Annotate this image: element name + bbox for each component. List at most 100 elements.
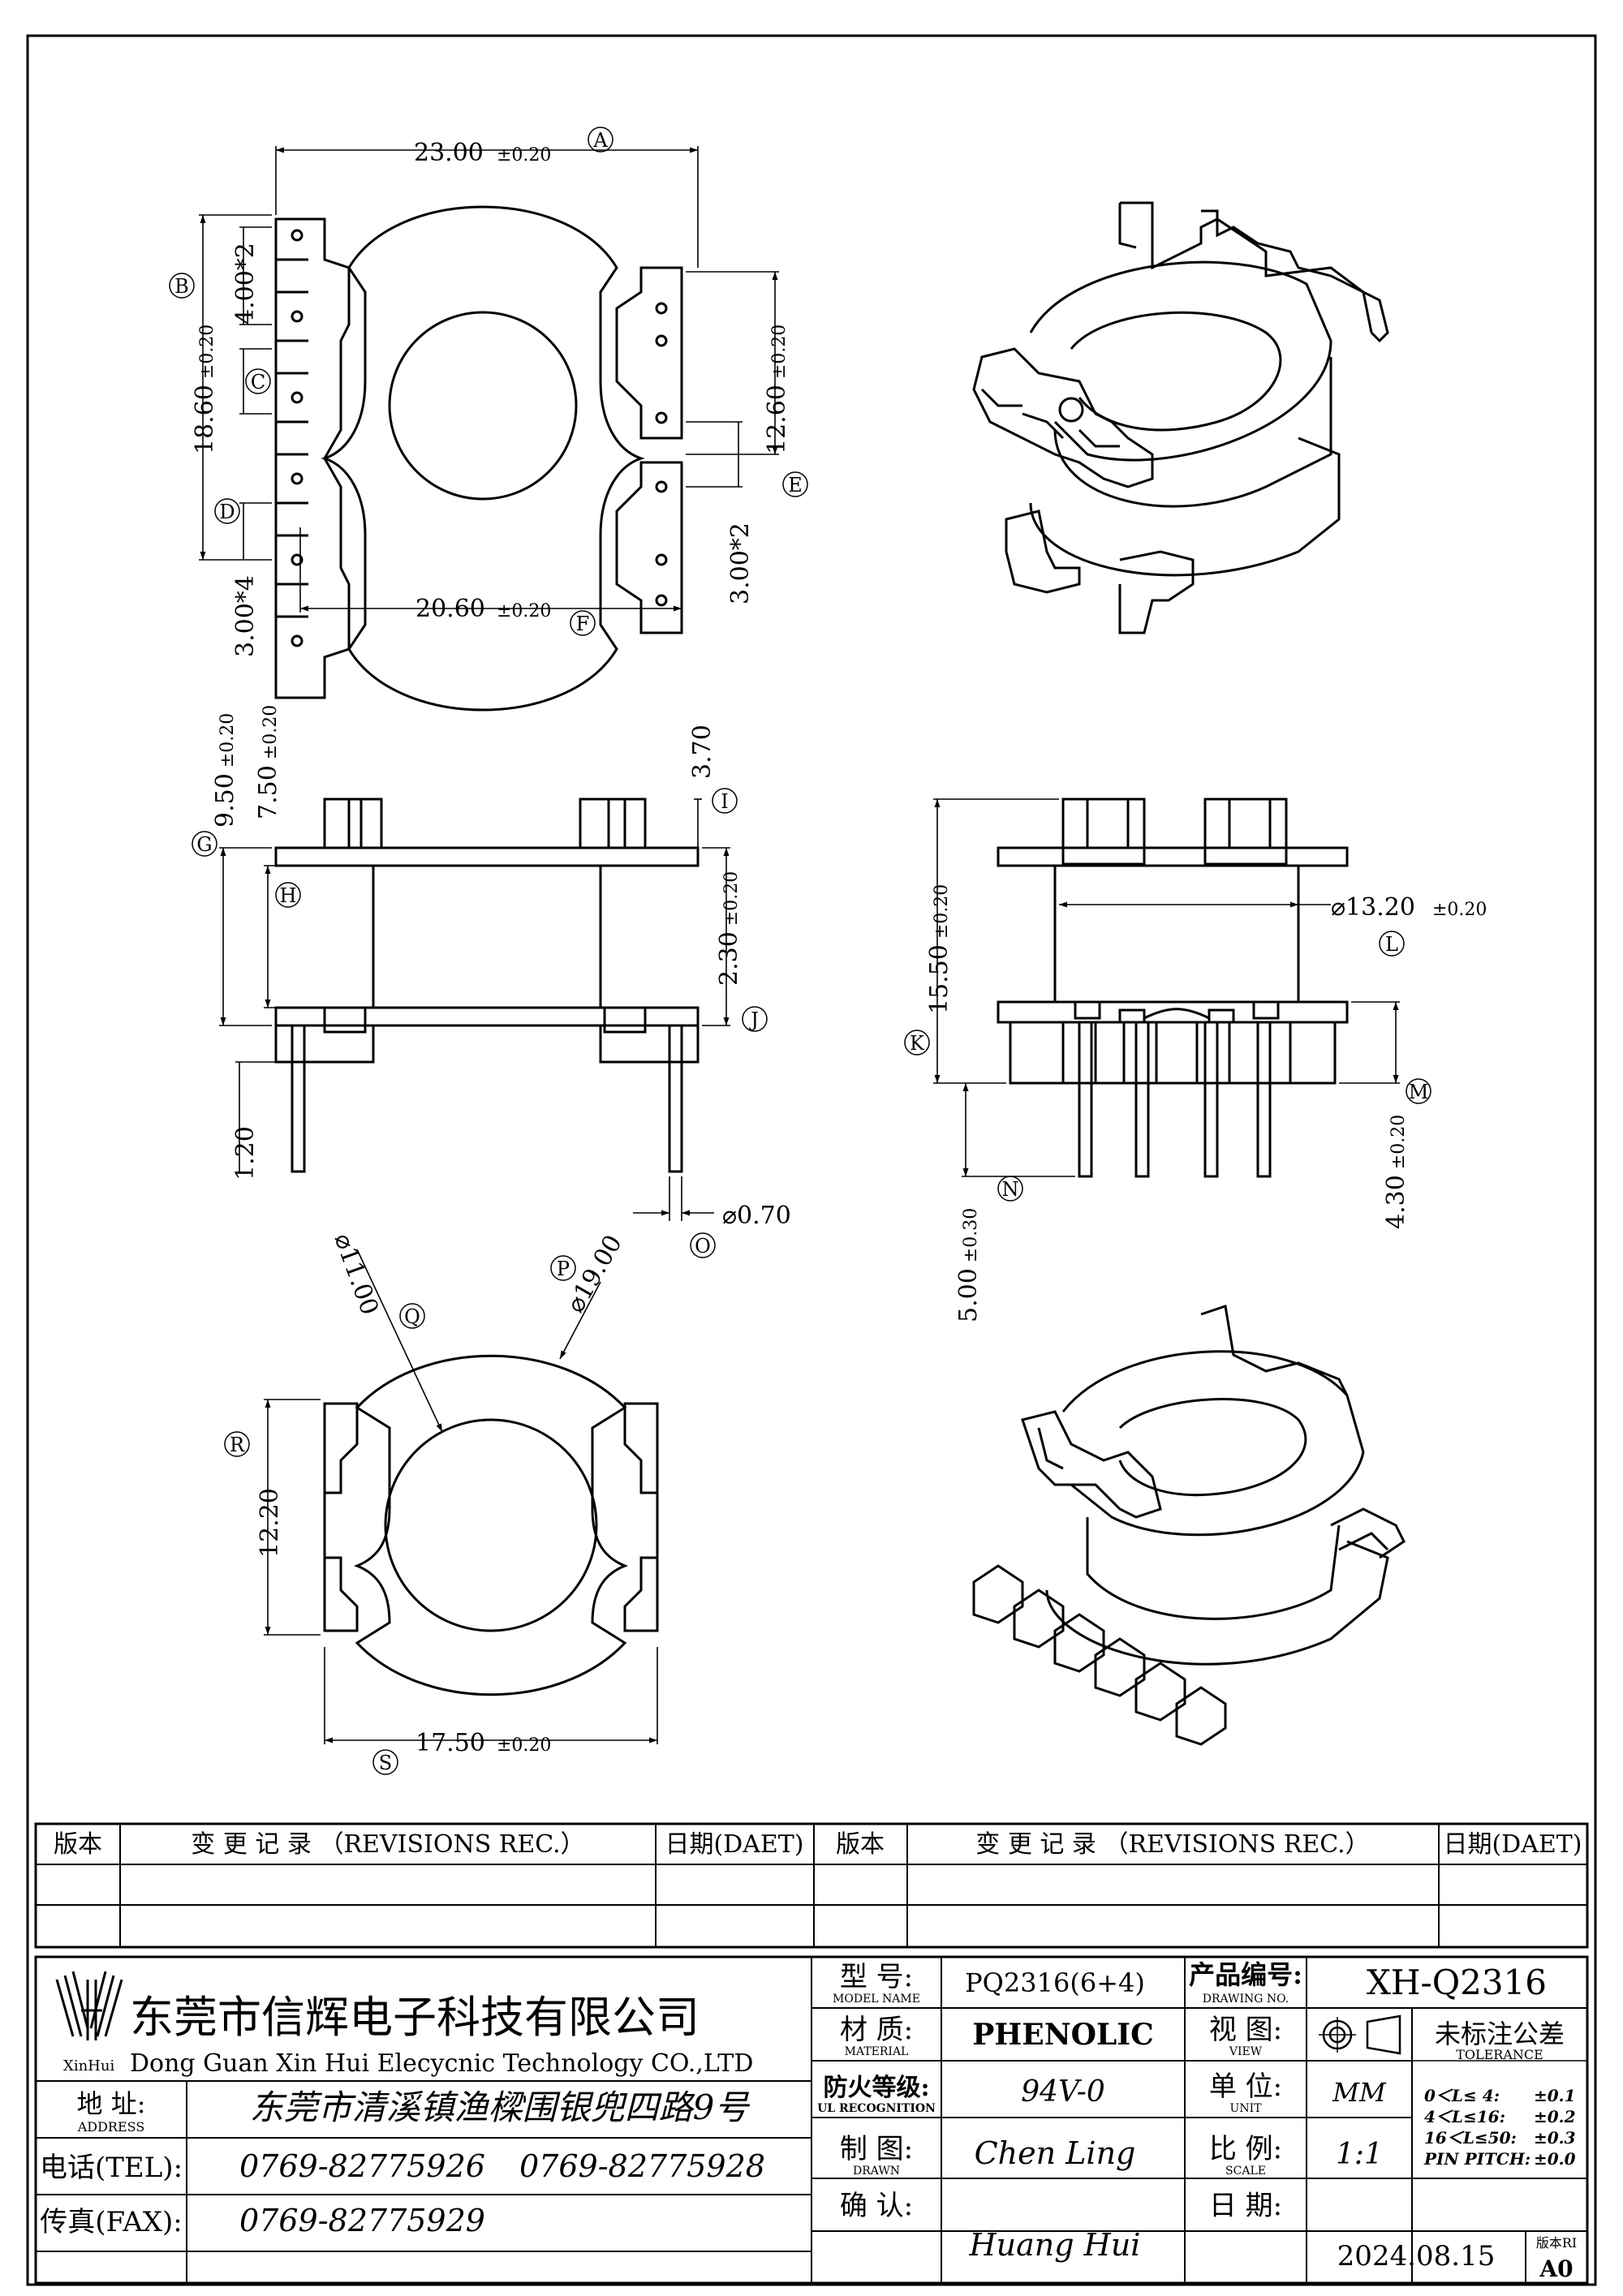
dim-S-letter: S [379, 1752, 392, 1774]
rev-col-changes-1: 变 更 记 录 （REVISIONS REC.） [191, 1830, 584, 1859]
dim-H-letter: H [280, 884, 297, 907]
dim-M-letter: M [1409, 1081, 1429, 1103]
dim-K-value: 15.50 ±0.20 [925, 884, 954, 1014]
tolerance-title: 未标注公差 [1435, 2019, 1565, 2049]
material-value: PHENOLIC [972, 2018, 1154, 2052]
dim-D-value: 3.00*4 [231, 575, 260, 657]
sheet-border [26, 34, 1597, 2286]
tolerance-value: ±0.2 [1534, 2107, 1576, 2126]
dim-A-tol: ±0.20 [497, 145, 551, 166]
top-view [274, 205, 683, 712]
dim-lines-top [199, 146, 779, 613]
address-value: 东莞市清溪镇渔樑围银兜四路9号 [250, 2087, 751, 2127]
dim-E-pitch: 3.00*2 [726, 522, 755, 604]
dim-F-letter: F [576, 613, 590, 635]
title-block [34, 1955, 1589, 2285]
date-value: 2024.08.15 [1337, 2240, 1496, 2272]
unit-label-en: UNIT [1230, 2102, 1263, 2115]
dim-B-letter: B [174, 275, 189, 298]
material-label: 材 质: [840, 2014, 913, 2046]
fire-value: 94V-0 [1021, 2075, 1105, 2109]
address-label: 地 址: [77, 2088, 146, 2119]
dim-E-letter: E [788, 474, 803, 497]
tel-value-1: 0769-82775926 [239, 2148, 485, 2184]
dim-G-value: 9.50 ±0.20 [211, 713, 239, 828]
tel-value-2: 0769-82775928 [519, 2148, 765, 2184]
view-label: 视 图: [1209, 2014, 1282, 2046]
dim-F-tol: ±0.20 [497, 601, 551, 621]
dim-Q-letter: Q [404, 1305, 420, 1328]
dim-L-tol: ±0.20 [1432, 900, 1487, 920]
scale-label-en: SCALE [1225, 2165, 1266, 2178]
dim-P-value: ⌀19.00 [562, 1230, 628, 1318]
rev-col-date-1: 日期(DAET) [665, 1830, 803, 1859]
tolerance-range: PIN PITCH: [1423, 2149, 1530, 2169]
dim-A-value: 23.00 [414, 139, 484, 167]
dim-text-side: 15.50 ±0.20 K ⌀13.20 ±0.20 L M 4.30 ±0.2… [904, 884, 1487, 1322]
rev-col-version-1: 版本 [54, 1830, 102, 1859]
dim-L-value: ⌀13.20 [1331, 893, 1415, 922]
dim-L-letter: L [1385, 933, 1398, 956]
dim-Q-value: ⌀11.00 [328, 1230, 383, 1319]
dim-text-front: G 9.50 ±0.20 7.50 ±0.20 H 3.70 I 2.30 ±0… [192, 705, 791, 1258]
drawing-no-label-en: DRAWING NO. [1203, 1993, 1289, 2006]
company-name-cn: 东莞市信辉电子科技有限公司 [130, 1992, 700, 2043]
material-label-en: MATERIAL [845, 2045, 909, 2058]
dim-B-pitch: 4.00*2 [231, 243, 260, 325]
dim-B-value: 18.60 ±0.20 [191, 325, 219, 454]
dim-lines-front [219, 798, 730, 1221]
drawn-label: 制 图: [840, 2133, 913, 2165]
tolerance-value: ±0.3 [1534, 2128, 1576, 2148]
dim-G-letter: G [196, 833, 212, 856]
dim-S-value: 17.50 [415, 1729, 485, 1757]
drawing-no-label: 产品编号: [1189, 1959, 1302, 1990]
bottom-view [323, 1354, 659, 1696]
address-label-en: ADDRESS [77, 2119, 145, 2135]
drawing-no-value: XH-Q2316 [1367, 1963, 1547, 2002]
dim-F-value: 20.60 [415, 595, 485, 623]
rev-col-version-2: 版本 [836, 1830, 885, 1859]
dim-text-bottom: R 12.20 17.50 ±0.20 S ⌀11.00 Q P ⌀19.00 [224, 1230, 628, 1775]
tolerance-title-en: TOLERANCE [1456, 2047, 1543, 2062]
projection-symbol-icon [1319, 2014, 1401, 2055]
model-value: PQ2316(6+4) [965, 1967, 1145, 1998]
dim-R-value: 12.20 [256, 1488, 284, 1558]
scale-label: 比 例: [1209, 2133, 1282, 2165]
revisions-table: 版本 变 更 记 录 （REVISIONS REC.） 日期(DAET) 版本 … [34, 1822, 1589, 1949]
dim-R-letter: R [230, 1434, 245, 1456]
dim-N-letter: N [1002, 1178, 1019, 1201]
company-name-en: Dong Guan Xin Hui Elecycnic Technology C… [130, 2049, 753, 2078]
version-label: 版本RI [1536, 2235, 1577, 2251]
dim-I-value: 3.70 [688, 724, 717, 779]
drawn-value: Chen Ling [975, 2135, 1136, 2171]
dim-K-letter: K [910, 1032, 925, 1055]
dim-A-letter: A [592, 129, 608, 152]
front-view [274, 798, 700, 1173]
dim-lines-side [933, 798, 1400, 1177]
isometric-view-2 [972, 1305, 1406, 1746]
dim-P-letter: P [557, 1258, 570, 1280]
title-block-text: 东莞市信辉电子科技有限公司 Dong Guan Xin Hui Elecycni… [40, 1959, 1577, 2282]
tolerance-list: 0＜L≤ 4: ±0.1 4＜L≤16: ±0.2 16＜L≤50: ±0.3 … [1423, 2086, 1576, 2169]
dim-I-letter: I [721, 790, 728, 813]
unit-value: MM [1332, 2077, 1387, 2108]
date-label: 日 期: [1209, 2190, 1282, 2222]
view-label-en: VIEW [1229, 2045, 1263, 2058]
dim-lines-bottom [264, 1249, 658, 1744]
dim-O-letter: O [695, 1235, 711, 1258]
logo-text: XinHui [63, 2057, 114, 2075]
tolerance-range: 4＜L≤16: [1424, 2107, 1505, 2126]
tolerance-range: 16＜L≤50: [1424, 2128, 1517, 2148]
company-logo [55, 1971, 123, 2040]
dim-M-value: 4.30 ±0.20 [1382, 1115, 1410, 1229]
dim-D-letter: D [219, 501, 235, 523]
fire-label: 防火等级: [823, 2074, 929, 2102]
dim-J-letter: J [748, 1008, 759, 1031]
isometric-view-1 [972, 201, 1389, 634]
tel-label: 电话(TEL): [40, 2152, 183, 2184]
model-label-en: MODEL NAME [833, 1993, 920, 2006]
dim-C-letter: C [251, 371, 265, 393]
fax-value: 0769-82775929 [239, 2203, 485, 2238]
dim-text-top: 23.00 ±0.20 A B 18.60 ±0.20 4.00*2 C D 3… [169, 127, 808, 657]
